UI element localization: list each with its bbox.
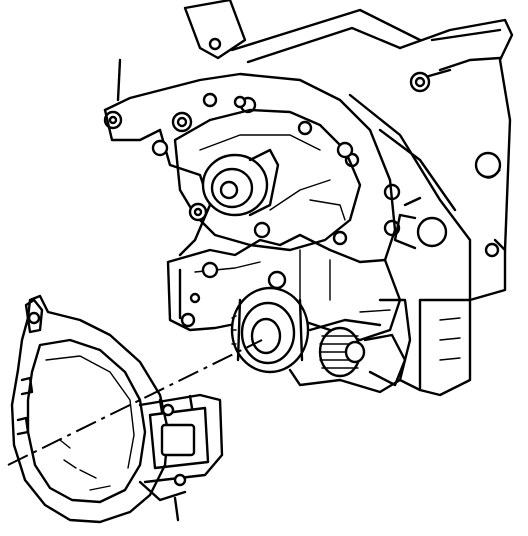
alignment-centerline xyxy=(7,339,263,466)
crankshaft-seal xyxy=(230,286,310,374)
engine-block xyxy=(103,0,514,397)
side-boss xyxy=(393,196,448,250)
crankshaft-gear xyxy=(308,318,407,387)
rear-seal-housing xyxy=(10,294,224,524)
water-pump xyxy=(151,92,362,252)
oil-pan-section xyxy=(288,298,412,394)
